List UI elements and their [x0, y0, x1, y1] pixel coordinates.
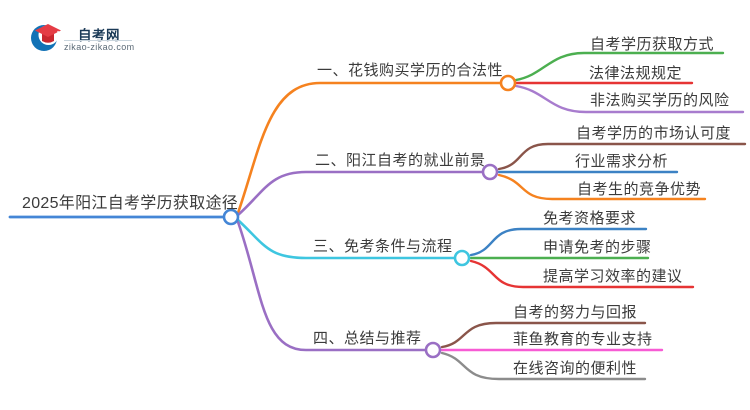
branch-1-line — [236, 81, 502, 215]
branch-4-line — [236, 220, 428, 352]
branch-1-toggle-circle[interactable] — [499, 74, 517, 92]
branch-2-child-3[interactable]: 自考生的竞争优势 — [577, 181, 702, 198]
branch-2-child-1-line — [497, 142, 747, 171]
logo-divider — [64, 39, 132, 41]
root-toggle-circle[interactable] — [222, 208, 240, 226]
branch-2-child-3-line — [497, 173, 707, 201]
branch-2-toggle-circle[interactable] — [481, 163, 499, 181]
branch-3-title[interactable]: 三、免考条件与流程 — [313, 238, 453, 255]
logo-title: 自考网 — [78, 28, 120, 43]
branch-3-child-1[interactable]: 免考资格要求 — [543, 210, 637, 227]
branch-1-child-3[interactable]: 非法购买学历的风险 — [590, 92, 730, 109]
branch-1-child-3-line — [514, 84, 745, 114]
branch-1-child-1-line — [514, 51, 725, 82]
site-logo: 自考网 zikao-zikao.com — [30, 21, 140, 53]
logo-graduation-cap-icon — [31, 24, 61, 51]
branch-4-title[interactable]: 四、总结与推荐 — [313, 330, 422, 347]
branch-2-line — [236, 170, 485, 217]
branch-4-toggle-circle[interactable] — [424, 341, 442, 359]
branch-4-child-3[interactable]: 在线咨询的便利性 — [513, 360, 638, 377]
branch-2-title[interactable]: 二、阳江自考的就业前景 — [315, 152, 486, 169]
branch-3-child-2[interactable]: 申请免考的步骤 — [543, 239, 652, 256]
branch-3-line — [236, 218, 457, 260]
branch-1-child-1[interactable]: 自考学历获取方式 — [590, 36, 715, 53]
root-topic[interactable]: 2025年阳江自考学历获取途径 — [22, 195, 239, 212]
logo-domain: zikao-zikao.com — [64, 41, 135, 52]
branch-3-child-3[interactable]: 提高学习效率的建议 — [543, 268, 683, 285]
branch-2-child-2[interactable]: 行业需求分析 — [575, 153, 669, 170]
branch-1-child-2[interactable]: 法律法规规定 — [589, 65, 683, 82]
branch-4-child-2[interactable]: 菲鱼教育的专业支持 — [513, 331, 653, 348]
branch-4-child-3-line — [440, 351, 647, 381]
branch-4-child-1-line — [440, 321, 647, 349]
branch-2-child-1[interactable]: 自考学历的市场认可度 — [576, 125, 732, 142]
branch-3-toggle-circle[interactable] — [453, 249, 471, 267]
branch-1-title[interactable]: 一、花钱购买学历的合法性 — [317, 62, 504, 79]
branch-4-child-1[interactable]: 自考的努力与回报 — [513, 304, 638, 321]
branch-3-child-1-line — [469, 227, 648, 257]
branch-3-child-3-line — [469, 259, 695, 289]
